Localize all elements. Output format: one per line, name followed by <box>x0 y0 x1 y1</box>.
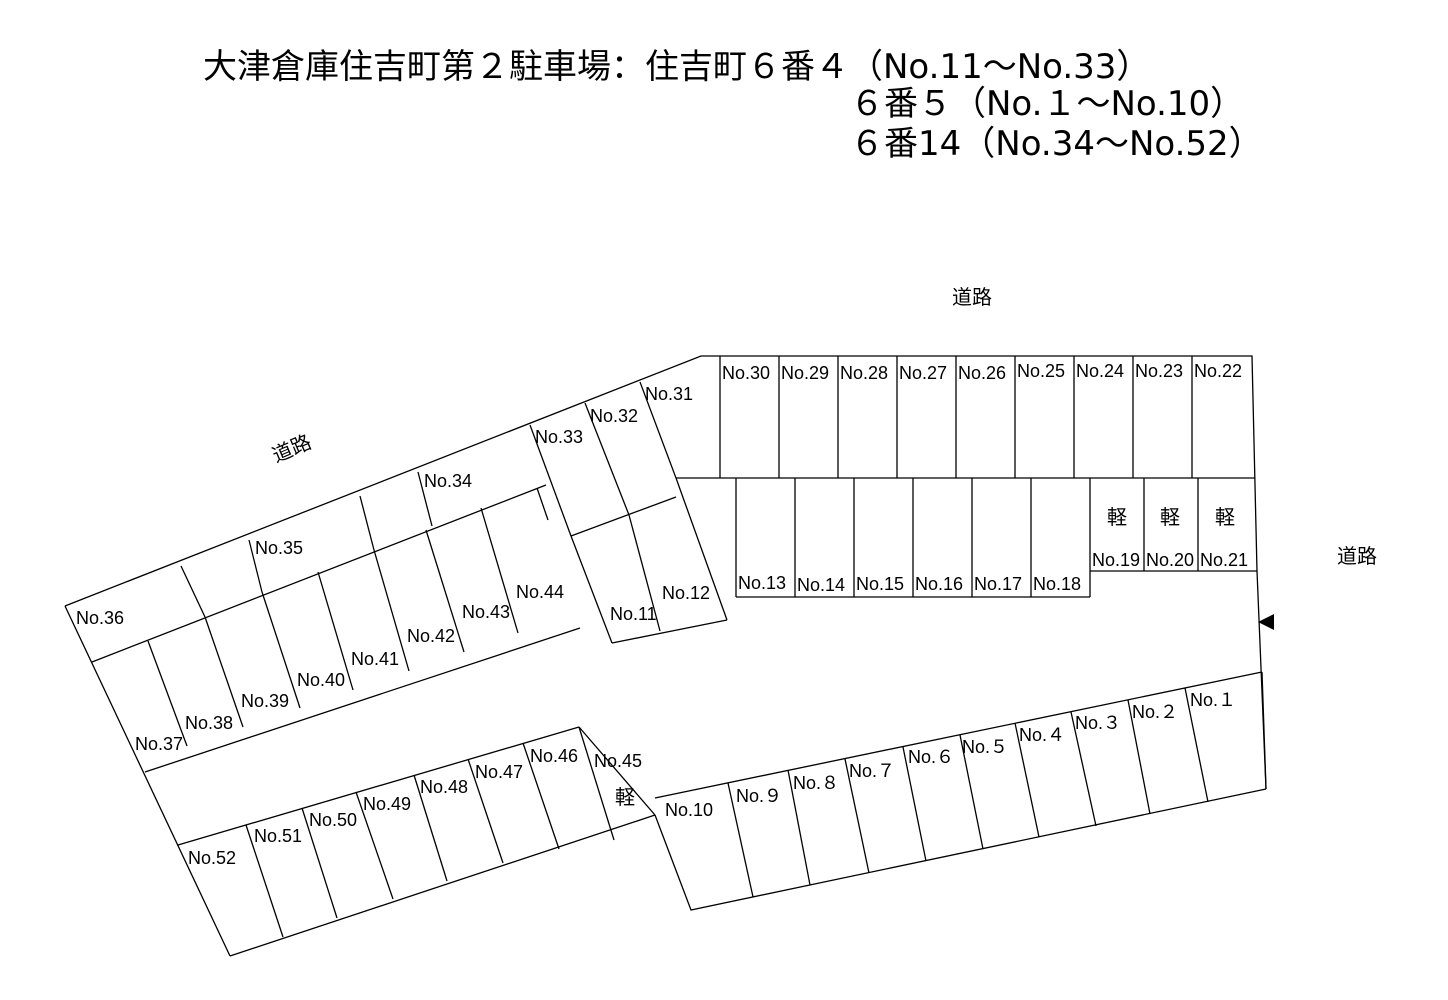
space-no11[interactable]: No.11 <box>610 604 657 624</box>
entrance-arrow-icon <box>1258 614 1274 630</box>
space-no1[interactable]: No.１ <box>1190 690 1236 710</box>
space-no45[interactable]: No.45 <box>594 751 642 771</box>
kei-label-no19: 軽 <box>1107 505 1127 529</box>
space-no16[interactable]: No.16 <box>915 574 963 594</box>
road-label-right: 道路 <box>1337 544 1377 568</box>
space-no44[interactable]: No.44 <box>516 582 564 602</box>
space-no23[interactable]: No.23 <box>1135 361 1183 381</box>
space-no10[interactable]: No.10 <box>665 800 713 820</box>
space-no49[interactable]: No.49 <box>363 794 411 814</box>
space-no18[interactable]: No.18 <box>1033 574 1081 594</box>
lot-boundary-left <box>64 605 231 957</box>
space-no32[interactable]: No.32 <box>590 406 638 426</box>
upper-left-block-spaces <box>91 471 581 773</box>
space-no25[interactable]: No.25 <box>1017 361 1065 381</box>
space-no15[interactable]: No.15 <box>856 574 904 594</box>
map-title-line1: 大津倉庫住吉町第２駐車場：住吉町６番４（No.11～No.33） <box>203 47 1150 87</box>
upper-middle-row-spaces <box>735 478 1257 598</box>
space-no2[interactable]: No.２ <box>1132 702 1178 722</box>
space-no20[interactable]: No.20 <box>1146 550 1194 570</box>
space-no38[interactable]: No.38 <box>185 713 233 733</box>
space-no50[interactable]: No.50 <box>309 810 357 830</box>
diagonal-block-spaces <box>529 381 728 644</box>
space-no43[interactable]: No.43 <box>462 602 510 622</box>
space-no47[interactable]: No.47 <box>475 762 523 782</box>
space-no17[interactable]: No.17 <box>974 574 1022 594</box>
space-no12[interactable]: No.12 <box>662 583 710 603</box>
space-no24[interactable]: No.24 <box>1076 361 1124 381</box>
space-no14[interactable]: No.14 <box>797 575 845 595</box>
space-no13[interactable]: No.13 <box>738 573 786 593</box>
space-no33[interactable]: No.33 <box>535 427 583 447</box>
lot-boundary-top <box>64 355 1267 790</box>
space-no21[interactable]: No.21 <box>1200 550 1248 570</box>
space-no3[interactable]: No.３ <box>1075 713 1121 733</box>
road-label-left: 道路 <box>269 430 315 468</box>
kei-label-no21: 軽 <box>1215 505 1235 529</box>
space-no30[interactable]: No.30 <box>722 363 770 383</box>
space-no5[interactable]: No.５ <box>962 737 1008 757</box>
space-no8[interactable]: No.８ <box>793 773 839 793</box>
space-no40[interactable]: No.40 <box>297 670 345 690</box>
space-no36[interactable]: No.36 <box>76 608 124 628</box>
space-no46[interactable]: No.46 <box>530 746 578 766</box>
space-no52[interactable]: No.52 <box>188 848 236 868</box>
space-no27[interactable]: No.27 <box>899 363 947 383</box>
space-no9[interactable]: No.９ <box>736 786 782 806</box>
space-no28[interactable]: No.28 <box>840 363 888 383</box>
space-no19[interactable]: No.19 <box>1092 550 1140 570</box>
kei-label-no20: 軽 <box>1160 505 1180 529</box>
space-no42[interactable]: No.42 <box>407 626 455 646</box>
space-no31[interactable]: No.31 <box>645 384 693 404</box>
road-label-top: 道路 <box>952 285 992 309</box>
lower-right-row-spaces <box>654 671 1263 898</box>
space-no4[interactable]: No.４ <box>1019 725 1065 745</box>
space-no7[interactable]: No.７ <box>849 761 895 781</box>
space-no26[interactable]: No.26 <box>958 363 1006 383</box>
kei-label-no45: 軽 <box>615 785 635 809</box>
space-no51[interactable]: No.51 <box>254 826 302 846</box>
space-no35[interactable]: No.35 <box>255 538 303 558</box>
space-no41[interactable]: No.41 <box>351 649 399 669</box>
space-no34[interactable]: No.34 <box>424 471 472 491</box>
space-no37[interactable]: No.37 <box>135 734 183 754</box>
space-no29[interactable]: No.29 <box>781 363 829 383</box>
map-title-line2: ６番５（No.１～No.10） <box>850 84 1244 124</box>
space-no39[interactable]: No.39 <box>241 691 289 711</box>
space-no48[interactable]: No.48 <box>420 777 468 797</box>
lower-left-row-spaces <box>177 726 656 938</box>
space-no6[interactable]: No.６ <box>908 747 954 767</box>
space-no22[interactable]: No.22 <box>1194 361 1242 381</box>
map-title-line3: ６番14（No.34～No.52） <box>850 124 1263 164</box>
top-row-spaces <box>676 356 1255 479</box>
